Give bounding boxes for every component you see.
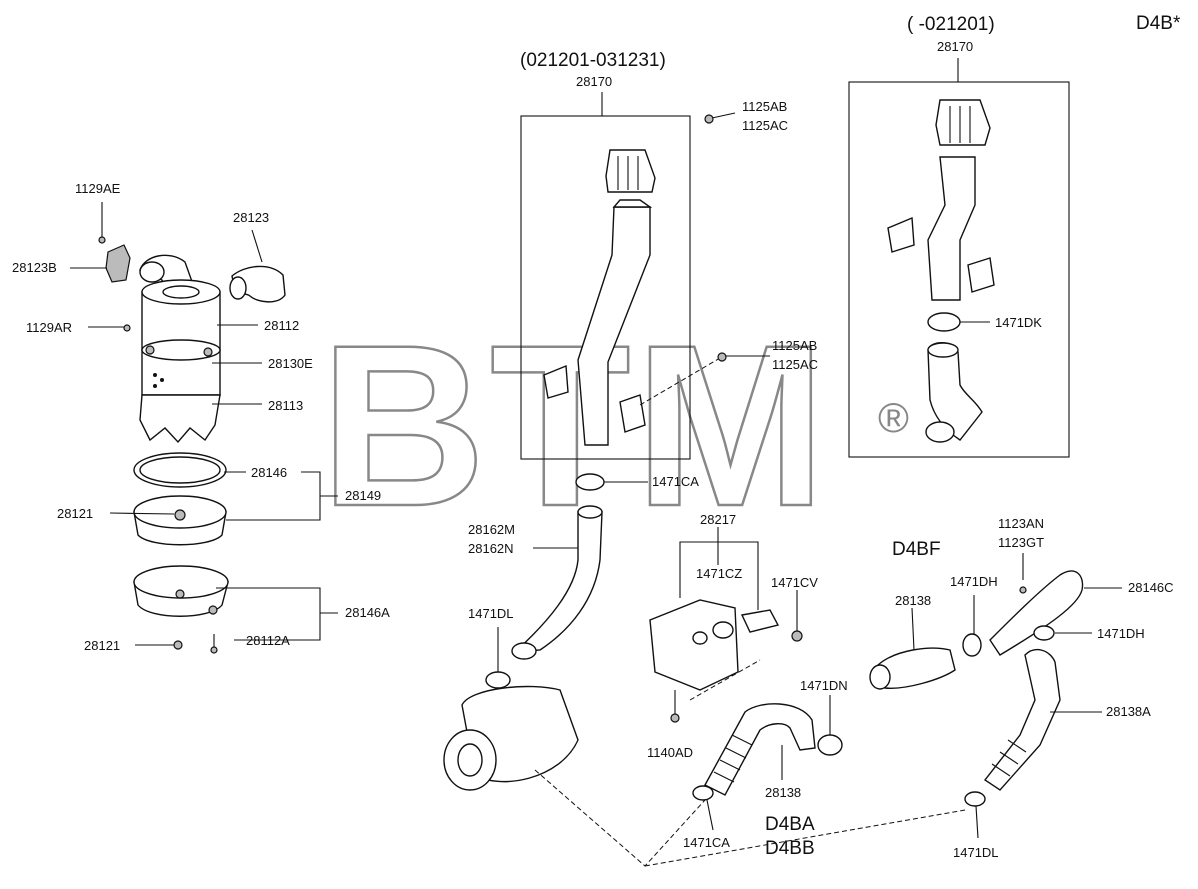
watermark-registered-mark: ® (878, 394, 909, 441)
label-28217: 28217 (700, 512, 736, 527)
period-label-mid: (021201-031231) (520, 50, 666, 71)
label-28170-early: 28170 (937, 39, 973, 54)
label-28138-mid: 28138 (765, 785, 801, 800)
clamp-1471dh-a (962, 633, 982, 657)
label-1471ca-bottom: 1471CA (683, 835, 730, 850)
engine-label-bf: D4BF (892, 539, 941, 560)
label-1471dl-bottom: 1471DL (953, 845, 999, 860)
snorkel-duct (577, 206, 651, 446)
resonator-28217 (649, 599, 739, 691)
hose-28138a (983, 648, 1061, 791)
snorkel-duct-early (927, 156, 976, 301)
hose-small (740, 609, 780, 633)
label-1471dl-left: 1471DL (468, 606, 514, 621)
watermark: BTM ® (319, 296, 909, 556)
label-28149: 28149 (345, 488, 381, 503)
d4bf-assembly (869, 553, 1122, 839)
watermark-text: BTM (320, 297, 830, 554)
hose-28146c (989, 570, 1084, 656)
label-28162n: 28162N (468, 541, 514, 556)
engine-label-ba: D4BA (765, 814, 815, 835)
bracket-28123b (105, 244, 131, 283)
air-cleaner-assembly (70, 202, 338, 654)
label-1471dk: 1471DK (995, 315, 1042, 330)
label-1140ad: 1140AD (647, 745, 693, 760)
hose-28162m (513, 511, 603, 653)
label-28113: 28113 (268, 398, 303, 413)
label-1129ae: 1129AE (75, 181, 121, 196)
label-1125ab-mid: 1125AB (772, 338, 817, 353)
filter-lower-housing (139, 394, 221, 444)
intake-duct-early (848, 58, 1070, 458)
label-28162m: 28162M (468, 522, 515, 537)
label-1123gt: 1123GT (998, 535, 1044, 550)
variant-tag: D4B* (1136, 13, 1181, 34)
label-28112a: 28112A (246, 633, 290, 648)
clamp-1471dn (817, 734, 843, 756)
duct-box-early (848, 81, 1070, 458)
clamp-1471dh-b (1033, 625, 1055, 641)
period-label-early: ( -021201) (907, 14, 995, 35)
clamp-1471ca-bottom (692, 785, 714, 801)
clamp-1471dl-left (485, 671, 511, 689)
duct-bracket-right (619, 394, 646, 433)
label-1125ac-top: 1125AC (742, 118, 788, 133)
label-1471cv: 1471CV (771, 575, 818, 590)
duct-bracket-left-early (887, 216, 915, 253)
label-1471cz: 1471CZ (696, 566, 742, 581)
label-1129ar: 1129AR (26, 320, 72, 335)
label-28146c: 28146C (1128, 580, 1174, 595)
duct-box-mid (520, 115, 691, 460)
label-28130e: 28130E (268, 356, 313, 371)
duct-bracket-left (543, 364, 569, 399)
label-28121-top: 28121 (57, 506, 93, 521)
resonator-assembly (534, 527, 966, 867)
duct-grille (605, 149, 656, 193)
label-28138a: 28138A (1106, 704, 1151, 719)
label-28170-mid: 28170 (576, 74, 612, 89)
label-1471ca-top: 1471CA (652, 474, 699, 489)
label-28123: 28123 (233, 210, 269, 225)
engine-label-bb: D4BB (765, 838, 815, 859)
label-1125ab-top: 1125AB (742, 99, 787, 114)
label-1123an: 1123AN (998, 516, 1044, 531)
label-28138-right: 28138 (895, 593, 931, 608)
hose-28138-mid (704, 703, 816, 796)
intake-duct-mid (443, 92, 770, 791)
clamp-1471ca-top (575, 473, 605, 491)
label-1471dn: 1471DN (800, 678, 848, 693)
label-28146a: 28146A (345, 605, 390, 620)
duct-grille-early (935, 99, 991, 146)
label-28146: 28146 (251, 465, 287, 480)
duct-bracket-right-early (967, 257, 995, 293)
label-28123b: 28123B (12, 260, 57, 275)
label-1471dh-a: 1471DH (950, 574, 998, 589)
clamp-1471dk (927, 312, 961, 332)
clamp-1471cv (791, 630, 803, 642)
label-28121-bottom: 28121 (84, 638, 120, 653)
hose-28138-right (877, 647, 956, 689)
label-1125ac-mid: 1125AC (772, 357, 818, 372)
clamp-1471cz (712, 621, 734, 639)
clamp-1471dl-bottom (964, 791, 986, 807)
label-28112: 28112 (264, 318, 299, 333)
label-1471dh-b: 1471DH (1097, 626, 1145, 641)
